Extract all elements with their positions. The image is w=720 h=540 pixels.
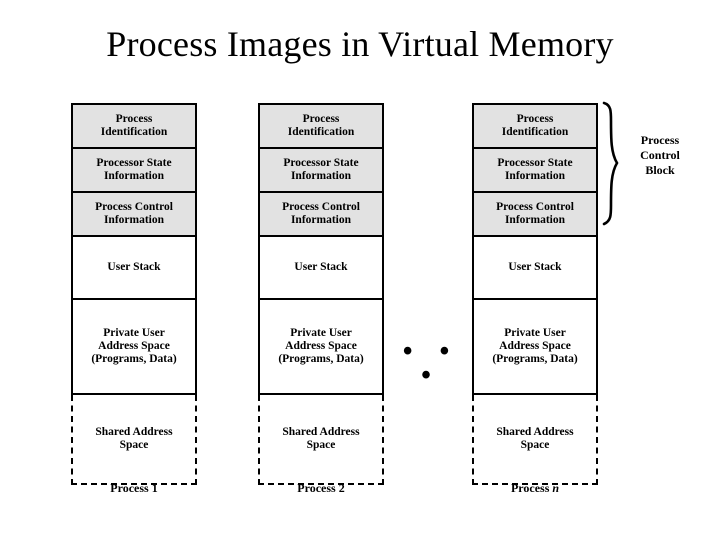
block-label-line: Address Space xyxy=(285,340,357,352)
process-caption-index: 1 xyxy=(151,481,158,495)
process-image-column-n: Process Identification Processor State I… xyxy=(472,103,598,485)
block-label-line: Information xyxy=(290,214,352,226)
block-label-line: (Programs, Data) xyxy=(91,353,177,365)
process-caption-prefix: Process xyxy=(297,481,339,495)
block-user-stack: User Stack xyxy=(71,235,197,298)
block-private-user-address-space: Private User Address Space (Programs, Da… xyxy=(258,298,384,395)
block-processor-state-information: Processor State Information xyxy=(71,147,197,191)
block-process-control-information: Process Control Information xyxy=(472,191,598,235)
block-process-control-information: Process Control Information xyxy=(258,191,384,235)
block-process-control-information: Process Control Information xyxy=(71,191,197,235)
process-caption-n: Process n xyxy=(472,481,598,496)
block-label-line: Information xyxy=(103,214,165,226)
block-label-line: Processor State xyxy=(283,157,359,169)
block-label-line: Process xyxy=(115,113,153,125)
annotation-line-1: Process xyxy=(640,133,680,147)
annotation-line-2: Control xyxy=(640,148,680,162)
process-caption-index: n xyxy=(552,481,560,495)
block-label-line: Space xyxy=(520,439,550,451)
block-process-identification: Process Identification xyxy=(472,103,598,147)
block-label-line: Space xyxy=(306,439,336,451)
block-process-identification: Process Identification xyxy=(71,103,197,147)
page-title: Process Images in Virtual Memory xyxy=(106,24,614,64)
process-caption-prefix: Process xyxy=(110,481,152,495)
block-label-line: Identification xyxy=(287,126,355,138)
block-label-line: Information xyxy=(290,170,352,182)
process-control-block-annotation: Process Control Block xyxy=(612,133,708,178)
block-label-line: Processor State xyxy=(96,157,172,169)
curly-brace-icon xyxy=(598,101,624,227)
block-label-line: Address Space xyxy=(98,340,170,352)
block-processor-state-information: Processor State Information xyxy=(472,147,598,191)
block-processor-state-information: Processor State Information xyxy=(258,147,384,191)
block-label-line: Private User xyxy=(103,327,165,339)
block-label-line: Information xyxy=(103,170,165,182)
annotation-line-3: Block xyxy=(645,163,675,177)
block-label-line: User Stack xyxy=(107,261,161,273)
block-label-line: Identification xyxy=(501,126,569,138)
block-label-line: Shared Address xyxy=(282,426,360,438)
block-user-stack: User Stack xyxy=(472,235,598,298)
block-label-line: Information xyxy=(504,214,566,226)
block-label-line: Process Control xyxy=(282,201,360,213)
block-label-line: Shared Address xyxy=(95,426,173,438)
block-label-line: Process xyxy=(302,113,340,125)
block-label-line: Process Control xyxy=(95,201,173,213)
block-shared-address-space: Shared Address Space xyxy=(71,395,197,485)
block-private-user-address-space: Private User Address Space (Programs, Da… xyxy=(472,298,598,395)
block-label-line: Information xyxy=(504,170,566,182)
ellipsis-indicator: • • • xyxy=(402,336,460,391)
block-label-line: Processor State xyxy=(497,157,573,169)
block-label-line: Space xyxy=(119,439,149,451)
block-user-stack: User Stack xyxy=(258,235,384,298)
block-label-line: Address Space xyxy=(499,340,571,352)
process-caption-prefix: Process xyxy=(510,481,553,495)
block-process-identification: Process Identification xyxy=(258,103,384,147)
block-label-line: Shared Address xyxy=(496,426,574,438)
block-label-line: Private User xyxy=(290,327,352,339)
block-label-line: Identification xyxy=(100,126,168,138)
block-label-line: User Stack xyxy=(294,261,348,273)
block-label-line: (Programs, Data) xyxy=(278,353,364,365)
block-label-line: Private User xyxy=(504,327,566,339)
block-shared-address-space: Shared Address Space xyxy=(472,395,598,485)
block-shared-address-space: Shared Address Space xyxy=(258,395,384,485)
block-label-line: Process xyxy=(516,113,554,125)
block-label-line: User Stack xyxy=(508,261,562,273)
process-image-column-1: Process Identification Processor State I… xyxy=(71,103,197,485)
block-label-line: Process Control xyxy=(496,201,574,213)
block-private-user-address-space: Private User Address Space (Programs, Da… xyxy=(71,298,197,395)
process-caption-1: Process 1 xyxy=(71,481,197,496)
block-label-line: (Programs, Data) xyxy=(492,353,578,365)
process-caption-index: 2 xyxy=(338,481,345,495)
process-image-column-2: Process Identification Processor State I… xyxy=(258,103,384,485)
process-caption-2: Process 2 xyxy=(258,481,384,496)
